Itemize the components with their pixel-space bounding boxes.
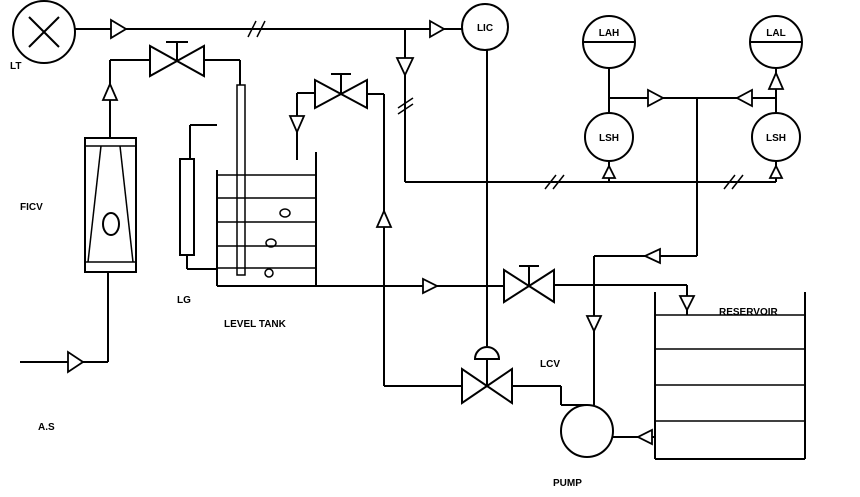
lal-label: LAL [766,28,785,39]
flow-arrow-icon [375,208,393,228]
lsh-left-switch: LSH [584,112,634,162]
lt-label: LT [10,61,21,72]
lt-signal-line [75,18,462,40]
reservoir-label: RESERVOIR [719,307,778,318]
flow-arrow-icon [601,163,617,179]
pump-label: PUMP [553,478,582,489]
reservoir: RESERVOIR [654,292,806,460]
flow-arrow-icon [395,57,415,78]
ficv-label: FICV [20,202,43,213]
flow-arrow-icon [422,277,440,295]
flow-arrow-icon [67,350,85,374]
lic-label: LIC [477,23,493,34]
flow-arrow-icon [429,19,446,39]
lsh-right-label: LSH [766,133,786,144]
tank-inlet-line [288,73,393,386]
flow-arrow-icon [678,295,696,313]
level-tank [216,84,317,287]
lsh-left-label: LSH [599,133,619,144]
dip-tube [236,84,246,276]
lah-label: LAH [599,28,620,39]
pump [512,385,614,458]
actuator-icon [473,346,501,360]
level-tank-label: LEVEL TANK [224,319,287,330]
flow-arrow-icon [288,115,306,135]
as-label: A.S [38,422,55,433]
flow-arrow-icon [768,163,784,179]
flow-arrow-icon [767,70,785,90]
lsh-right-switch: LSH [751,112,801,162]
flow-arrow-icon [635,428,653,446]
flow-arrow-icon [647,88,665,108]
flow-arrow-icon [110,18,128,40]
level-gauge [179,124,217,270]
lah-alarm: LAH [582,15,636,113]
switch-signal-line [395,29,784,190]
tank-outlet-line [316,265,696,315]
flow-arrow-icon [101,81,119,101]
lg-label: LG [177,295,191,306]
pump-suction-line [612,428,655,446]
lic-controller: LIC [461,3,509,346]
alarm-interconnect [585,88,776,405]
flow-arrow-icon [735,88,753,108]
flow-arrow-icon [642,247,661,265]
lal-alarm: LAL [749,15,803,113]
rotameter-ficv [84,60,137,273]
lcv-control-valve [384,346,513,405]
air-line-to-tank [110,41,241,85]
level-transmitter [12,0,76,64]
air-supply-line [20,272,109,374]
lcv-label: LCV [540,359,560,370]
flow-arrow-icon [585,315,603,334]
